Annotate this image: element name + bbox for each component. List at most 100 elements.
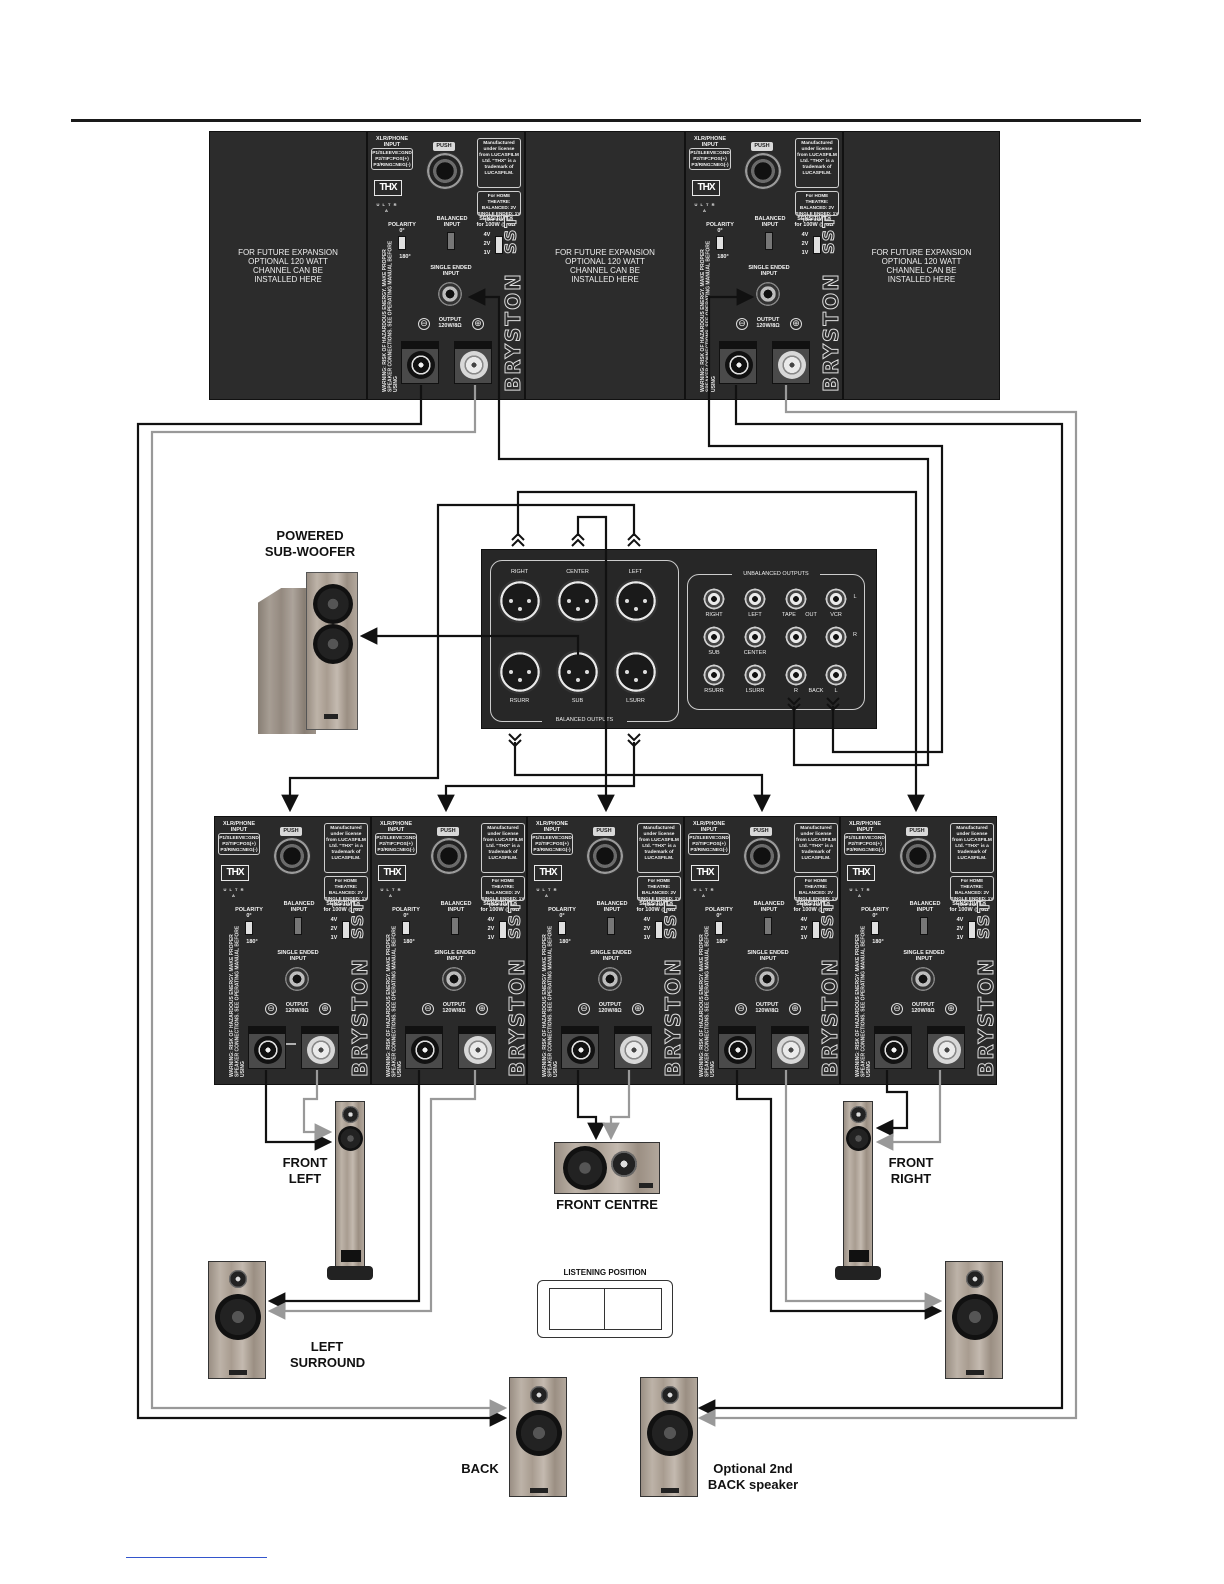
positive-speaker-terminal[interactable] (301, 1026, 339, 1069)
push-latch[interactable]: PUSH (433, 142, 455, 151)
rca-back-r[interactable] (785, 664, 807, 686)
single-ended-input-jack[interactable] (755, 967, 779, 991)
xlr-combo-input-jack[interactable] (273, 837, 311, 875)
input-select-switch[interactable] (607, 917, 615, 935)
sensitivity-switch[interactable] (342, 921, 350, 939)
rca-vcr-l[interactable] (825, 588, 847, 610)
rca-rsurr[interactable] (703, 664, 725, 686)
sens-1v: 1V (801, 250, 809, 256)
output-label: OUTPUT 120W/8Ω (285, 1002, 309, 1014)
xlr-combo-input-jack[interactable] (744, 152, 782, 190)
sens-1v: 1V (800, 935, 808, 941)
push-latch[interactable]: PUSH (751, 142, 773, 151)
xlr-combo-input-jack[interactable] (586, 837, 624, 875)
sensitivity-switch[interactable] (655, 921, 663, 939)
negative-speaker-terminal[interactable] (248, 1026, 286, 1069)
amp-module-front-right: XLR/PHONE INPUT P1/SLEEVE=GND P2/TIP=POS… (840, 816, 999, 1085)
wire-top2-pos-back2 (697, 385, 1078, 1427)
negative-speaker-terminal[interactable] (719, 341, 757, 384)
input-select-switch[interactable] (294, 917, 302, 935)
xlr-output-lsurr[interactable] (614, 650, 658, 694)
xlr-label-rsurr: RSURR (509, 698, 530, 704)
negative-speaker-terminal[interactable] (405, 1026, 443, 1069)
polarity-switch[interactable] (245, 921, 253, 935)
sensitivity-switch[interactable] (495, 236, 503, 254)
rca-center[interactable] (744, 626, 766, 648)
positive-speaker-terminal[interactable] (458, 1026, 496, 1069)
sensitivity-switch[interactable] (968, 921, 976, 939)
rca-left[interactable] (744, 588, 766, 610)
thx-ultra: U L T R A (694, 202, 716, 213)
push-latch[interactable]: PUSH (906, 827, 928, 836)
rca-back-l[interactable] (825, 664, 847, 686)
sens-1v: 1V (643, 935, 651, 941)
negative-speaker-terminal[interactable] (561, 1026, 599, 1069)
home-theatre-box (794, 876, 838, 901)
xlr-combo-input-jack[interactable] (430, 837, 468, 875)
polarity-switch[interactable] (871, 921, 879, 935)
single-ended-input-jack[interactable] (598, 967, 622, 991)
push-latch[interactable]: PUSH (750, 827, 772, 836)
xlr-combo-input-jack[interactable] (743, 837, 781, 875)
single-ended-input-jack[interactable] (911, 967, 935, 991)
polarity-switch[interactable] (558, 921, 566, 935)
xlr-output-left[interactable] (614, 579, 658, 623)
balanced-outputs-title: BALANCED OUTPUTS (542, 717, 627, 723)
home-theatre-box (795, 191, 839, 216)
xlr-label-sub: SUB (571, 698, 584, 704)
sensitivity-switch[interactable] (499, 921, 507, 939)
pin-legend-box (844, 833, 886, 855)
input-select-switch[interactable] (920, 917, 928, 935)
input-select-switch[interactable] (765, 232, 773, 250)
polarity-label: POLARITY 0° (392, 907, 420, 919)
positive-speaker-terminal[interactable] (927, 1026, 965, 1069)
xlr-label-left: LEFT (628, 569, 643, 575)
wire-rsurr-to-rs-amp (513, 742, 771, 813)
positive-speaker-terminal[interactable] (771, 1026, 809, 1069)
rca-tape-out-l[interactable] (785, 588, 807, 610)
push-latch[interactable]: PUSH (437, 827, 459, 836)
polarity-label: POLARITY 0° (705, 907, 733, 919)
push-latch[interactable]: PUSH (280, 827, 302, 836)
negative-speaker-terminal[interactable] (401, 341, 439, 384)
single-ended-input-jack[interactable] (438, 282, 462, 306)
polarity-switch[interactable] (398, 236, 406, 250)
push-latch[interactable]: PUSH (593, 827, 615, 836)
input-select-switch[interactable] (451, 917, 459, 935)
license-text: Manufactured under license from LUCASFIL… (797, 141, 837, 176)
xlr-output-sub[interactable] (556, 650, 600, 694)
sensitivity-switch[interactable] (813, 236, 821, 254)
xlr-output-right[interactable] (498, 579, 542, 623)
single-ended-input-jack[interactable] (285, 967, 309, 991)
polarity-switch[interactable] (716, 236, 724, 250)
negative-speaker-terminal[interactable] (718, 1026, 756, 1069)
positive-speaker-terminal[interactable] (614, 1026, 652, 1069)
xlr-combo-input-jack[interactable] (899, 837, 937, 875)
single-ended-input-jack[interactable] (756, 282, 780, 306)
polarity-switch[interactable] (402, 921, 410, 935)
rca-tape-out-r[interactable] (785, 626, 807, 648)
home-theatre-text: For HOME THEATRE: BALANCED: 2V SINGLE EN… (481, 878, 525, 907)
rca-label-center: CENTER (743, 650, 767, 656)
balanced-input-label: BALANCED INPUT (436, 216, 468, 228)
positive-speaker-terminal[interactable] (454, 341, 492, 384)
front-left-label: FRONT LEFT (282, 1155, 328, 1186)
xlr-combo-input-jack[interactable] (426, 152, 464, 190)
rca-sub[interactable] (703, 626, 725, 648)
negative-speaker-terminal[interactable] (874, 1026, 912, 1069)
polarity-switch[interactable] (715, 921, 723, 935)
rca-lsurr[interactable] (744, 664, 766, 686)
single-ended-input-jack[interactable] (442, 967, 466, 991)
rca-label-left: LEFT (748, 612, 762, 618)
sensitivity-switch[interactable] (812, 921, 820, 939)
positive-speaker-terminal[interactable] (772, 341, 810, 384)
wire-left-to-fl-amp (281, 503, 636, 813)
input-select-switch[interactable] (447, 232, 455, 250)
license-box (324, 823, 368, 873)
rca-vcr-r[interactable] (825, 626, 847, 648)
rca-right[interactable] (703, 588, 725, 610)
input-select-switch[interactable] (764, 917, 772, 935)
xlr-output-center[interactable] (556, 579, 600, 623)
balanced-input-label: BALANCED INPUT (283, 901, 315, 913)
xlr-output-rsurr[interactable] (498, 650, 542, 694)
